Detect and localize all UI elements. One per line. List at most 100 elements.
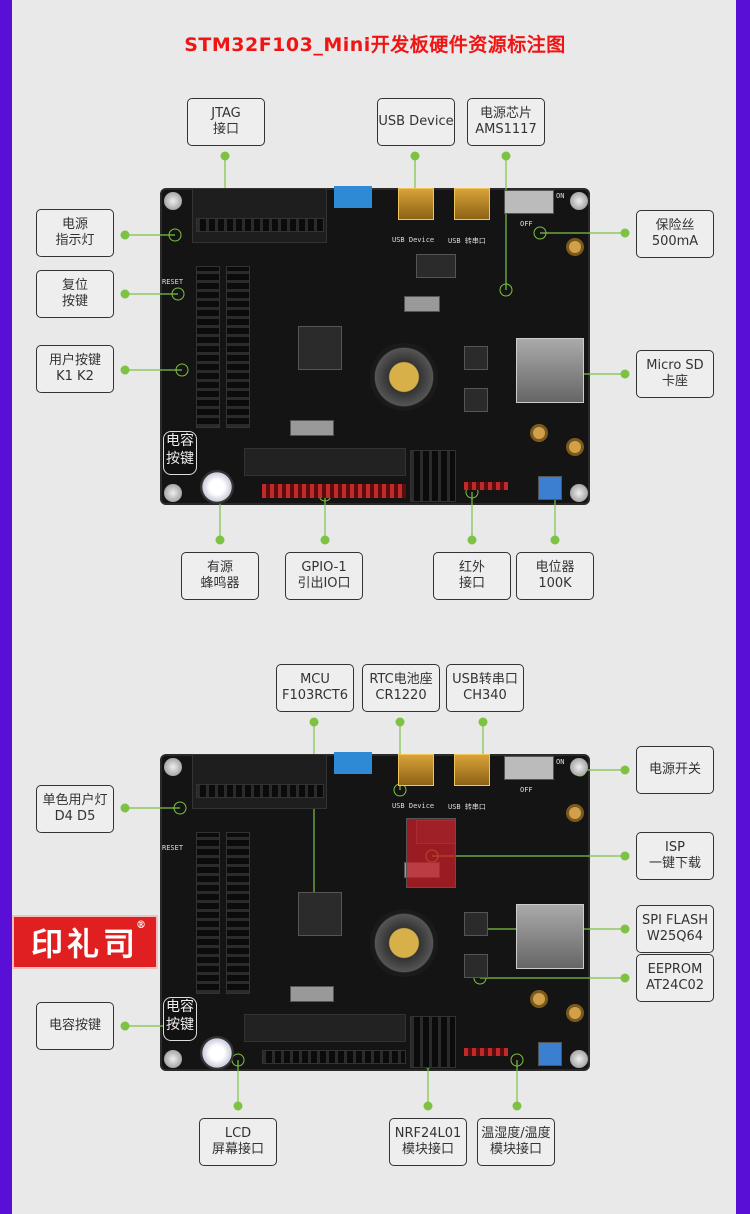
callout-dot	[120, 289, 130, 299]
label-line1: SPI FLASH	[642, 913, 708, 928]
mount-hole	[530, 424, 548, 442]
silk-usb-device: USB Device	[392, 802, 435, 810]
mount-hole	[566, 438, 584, 456]
label-line2: AT24C02	[646, 978, 704, 993]
label-line1: 有源	[206, 560, 233, 575]
label-line1: 温湿度/温度	[481, 1126, 551, 1141]
jumper-block	[334, 186, 372, 208]
label-temp-humidity: 温湿度/温度模块接口	[477, 1118, 555, 1166]
silk-usb-serial: USB 转串口	[448, 803, 486, 811]
label-line2: 卡座	[661, 374, 688, 389]
label-line2: 一键下载	[648, 856, 701, 871]
label-line1: 电源开关	[648, 762, 701, 777]
label-power-switch: 电源开关	[636, 746, 714, 794]
callout-dot	[620, 369, 630, 379]
label-line1: 复位	[61, 278, 88, 293]
callout-dot	[512, 1101, 522, 1111]
silk-reset: RESET	[162, 278, 184, 286]
callout-dot	[467, 535, 477, 545]
label-line2: 屏幕接口	[211, 1142, 264, 1157]
label-line1: 红外	[458, 560, 485, 575]
label-line2: 蜂鸣器	[200, 576, 240, 591]
mount-hole	[566, 238, 584, 256]
silk-usb-device: USB Device	[392, 236, 435, 244]
label-line1: 电容按键	[48, 1018, 101, 1033]
label-infrared: 红外接口	[433, 552, 511, 600]
jtag-pins	[196, 218, 324, 232]
label-line2: 模块接口	[401, 1142, 454, 1157]
usb-serial-connector	[454, 188, 490, 220]
left-header-a	[196, 832, 220, 994]
page-title: STM32F103_Mini开发板硬件资源标注图	[184, 34, 566, 56]
rtc-battery-holder	[370, 343, 438, 411]
spi-flash-chip	[464, 912, 488, 936]
label-line2: 接口	[458, 576, 485, 591]
crystal	[404, 296, 440, 312]
buzzer-component	[200, 1036, 234, 1070]
screw	[164, 484, 182, 502]
callout-dot	[423, 1101, 433, 1111]
label-buzzer: 有源蜂鸣器	[181, 552, 259, 600]
rtc-crystal	[290, 420, 334, 436]
touch-key-pad: 电容按键	[163, 997, 197, 1041]
callout-dot	[320, 535, 330, 545]
jtag-connector	[192, 188, 327, 243]
label-line2: 接口	[212, 122, 239, 137]
brand-logo: 印礼司®	[12, 915, 158, 969]
label-line1: USB Device	[378, 114, 454, 129]
screw	[570, 758, 588, 776]
silk-off: OFF	[520, 220, 533, 228]
label-usb-device: USB Device	[377, 98, 455, 146]
screw	[164, 192, 182, 210]
callout-dot	[620, 851, 630, 861]
gpio-1-header	[262, 484, 406, 498]
screw	[164, 1050, 182, 1068]
label-line1: 电位器	[535, 560, 575, 575]
gpio-header-labels	[244, 448, 406, 476]
power-switch	[504, 190, 554, 214]
callout-dot	[620, 765, 630, 775]
label-line1: 单色用户灯	[42, 793, 108, 808]
micro-sd-slot	[516, 338, 584, 403]
label-line2: W25Q64	[646, 929, 704, 944]
usb-serial-connector	[454, 754, 490, 786]
callout-dot	[501, 151, 511, 161]
label-line2: 引出IO口	[297, 576, 351, 591]
label-line1: ISP	[665, 840, 685, 855]
mount-hole	[566, 1004, 584, 1022]
label-line1: MCU	[300, 672, 330, 687]
silk-off: OFF	[520, 786, 533, 794]
label-line2: 100K	[538, 576, 572, 591]
silk-on: ON	[556, 192, 565, 200]
silk-reset: RESET	[162, 844, 184, 852]
callout-dot	[215, 535, 225, 545]
label-reset-key: 复位按键	[36, 270, 114, 318]
callout-dot	[309, 717, 319, 727]
silk-usb-serial: USB 转串口	[448, 237, 486, 245]
jumper-block	[334, 752, 372, 774]
logo-text: 印礼司	[30, 925, 139, 963]
silk-on: ON	[556, 758, 565, 766]
mount-hole	[566, 804, 584, 822]
label-line1: Micro SD	[646, 358, 704, 373]
callout-dot	[620, 228, 630, 238]
mcu-chip	[298, 326, 342, 370]
micro-sd-slot	[516, 904, 584, 969]
label-line2: CH340	[463, 688, 507, 703]
callout-dot	[550, 535, 560, 545]
callout-dot	[220, 151, 230, 161]
label-line2: K1 K2	[56, 369, 94, 384]
left-header-b	[226, 266, 250, 428]
gpio-header-labels	[244, 1014, 406, 1042]
nrf-header	[410, 450, 456, 502]
